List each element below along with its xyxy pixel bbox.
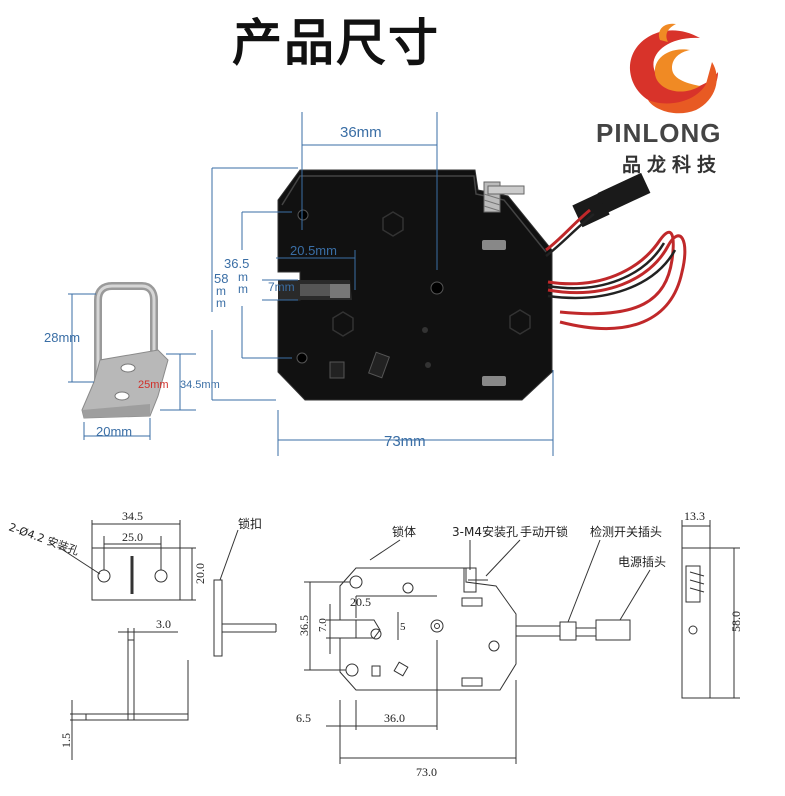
drawing-label-m4: 3-M4安装孔 [452, 524, 518, 539]
brand-name-cn: 品龙科技 [622, 154, 723, 176]
drawing-dim-36-0: 36.0 [384, 711, 405, 725]
drawing-dim-73-0: 73.0 [416, 765, 437, 779]
bracket-photo [81, 282, 169, 419]
dim-20mm: 20mm [96, 424, 132, 439]
drawing-dim-20-5: 20.5 [350, 595, 371, 609]
drawing-bracket-front [59, 520, 196, 601]
drawing-label-manual: 手动开锁 [520, 524, 568, 539]
drawing-label-detect: 检测开关插头 [590, 524, 662, 539]
dim-mm-c: m [238, 270, 248, 284]
photo-dimension-lines [211, 112, 554, 456]
page-title: 产品尺寸 [232, 14, 440, 72]
dim-mm-b: m [216, 296, 226, 310]
drawing-dim-3-0: 3.0 [156, 617, 171, 631]
dim-36-5: 36.5 [224, 256, 249, 271]
lock-body-photo [277, 169, 687, 401]
dim-73mm: 73mm [384, 433, 426, 450]
logo-flame-icon [629, 23, 718, 114]
dim-mm-a: m [216, 284, 226, 298]
drawing-dim-5: 5 [400, 621, 406, 633]
dim-7mm: 7mm [268, 280, 295, 294]
dim-34-5mm: 34.5mm [180, 379, 220, 391]
drawing-bracket-side [70, 628, 189, 760]
drawing-dim-25-0: 25.0 [122, 530, 143, 544]
dim-28mm: 28mm [44, 330, 80, 345]
drawing-dim-1-5: 1.5 [59, 733, 73, 748]
drawing-dim-13-3: 13.3 [684, 509, 705, 523]
drawing-side-view [681, 520, 740, 699]
brand-name: PINLONG [596, 118, 722, 148]
drawing-dim-34-5: 34.5 [122, 509, 143, 523]
drawing-dim-7-0: 7.0 [317, 618, 329, 632]
drawing-label-body: 锁体 [392, 524, 416, 539]
drawing-dim-58-0: 58.0 [729, 611, 743, 632]
drawing-dim-6-5: 6.5 [296, 711, 311, 725]
drawing-lock-body [304, 539, 651, 764]
drawing-dim-36-5: 36.5 [297, 615, 311, 636]
drawing-label-holes: 2-Ø4.2 安装孔 [7, 520, 81, 558]
drawing-label-power: 电源插头 [618, 555, 666, 569]
dim-mm-d: m [238, 282, 248, 296]
dim-36mm: 36mm [340, 124, 382, 141]
drawing-latch [213, 529, 277, 657]
drawing-label-latch: 锁扣 [238, 516, 262, 531]
dim-25mm: 25mm [138, 379, 169, 391]
bracket-dimension-lines [68, 293, 196, 440]
drawing-dim-20-0: 20.0 [193, 563, 207, 584]
dim-20-5mm: 20.5mm [290, 243, 337, 258]
dim-58: 58 [214, 271, 228, 286]
